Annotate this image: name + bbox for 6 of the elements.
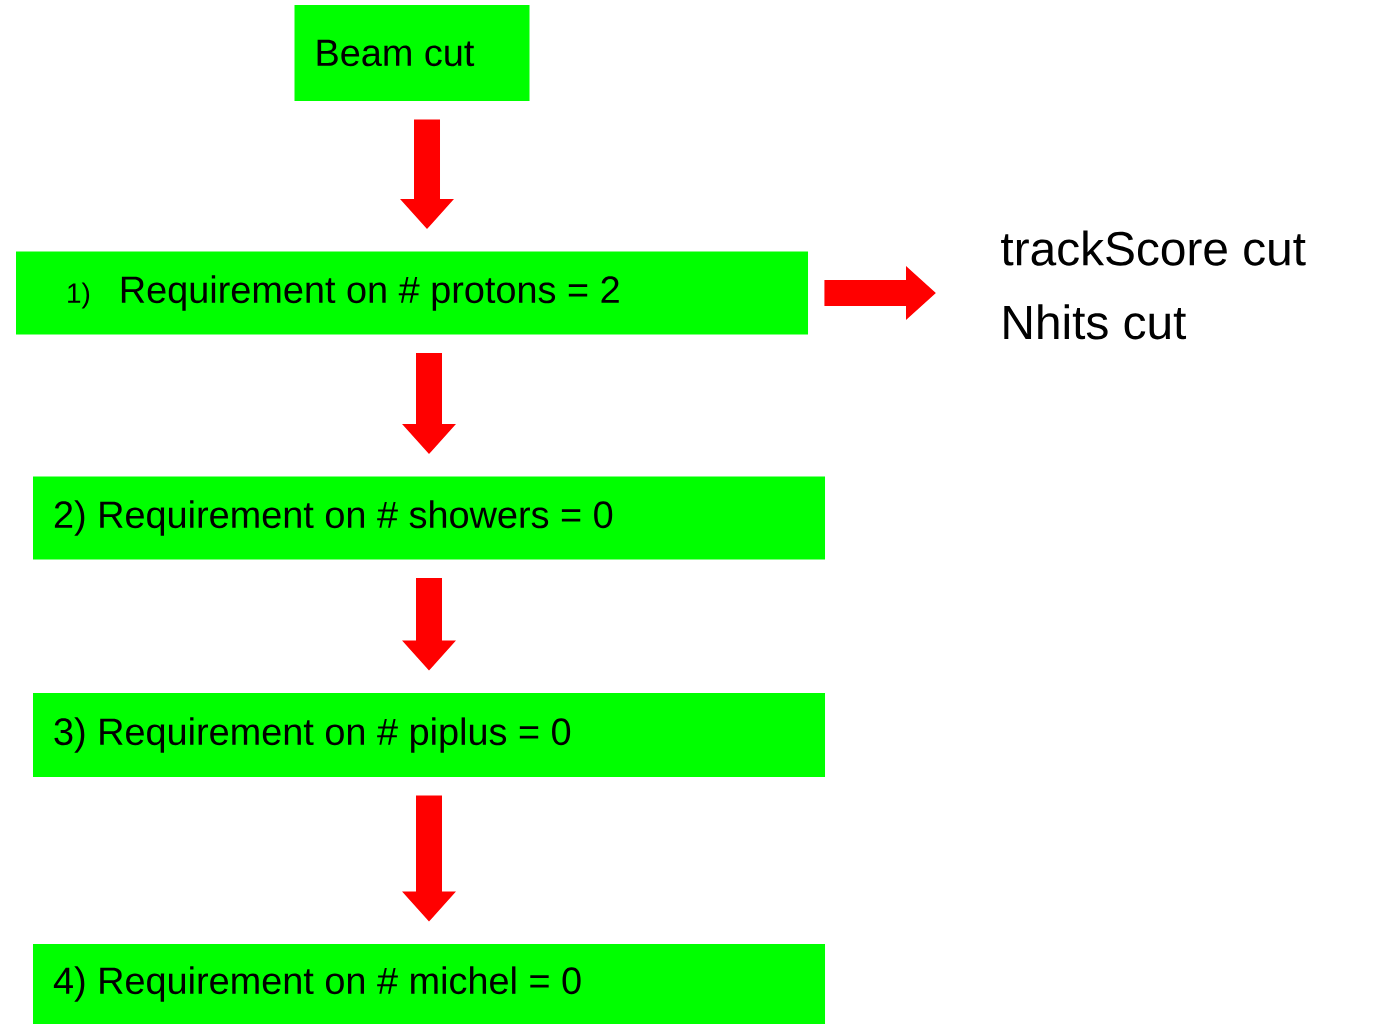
note-text: trackScore cut Nhits cut	[1001, 230, 1306, 340]
process-box: Beam cut	[294, 5, 530, 101]
process-box: 2) Requirement on # showers = 0	[33, 476, 825, 560]
process-box: 4) Requirement on # michel = 0	[33, 944, 825, 1024]
process-box: 3) Requirement on # piplus = 0	[33, 693, 825, 777]
process-box: 1) Requirement on # protons = 2	[16, 251, 808, 335]
